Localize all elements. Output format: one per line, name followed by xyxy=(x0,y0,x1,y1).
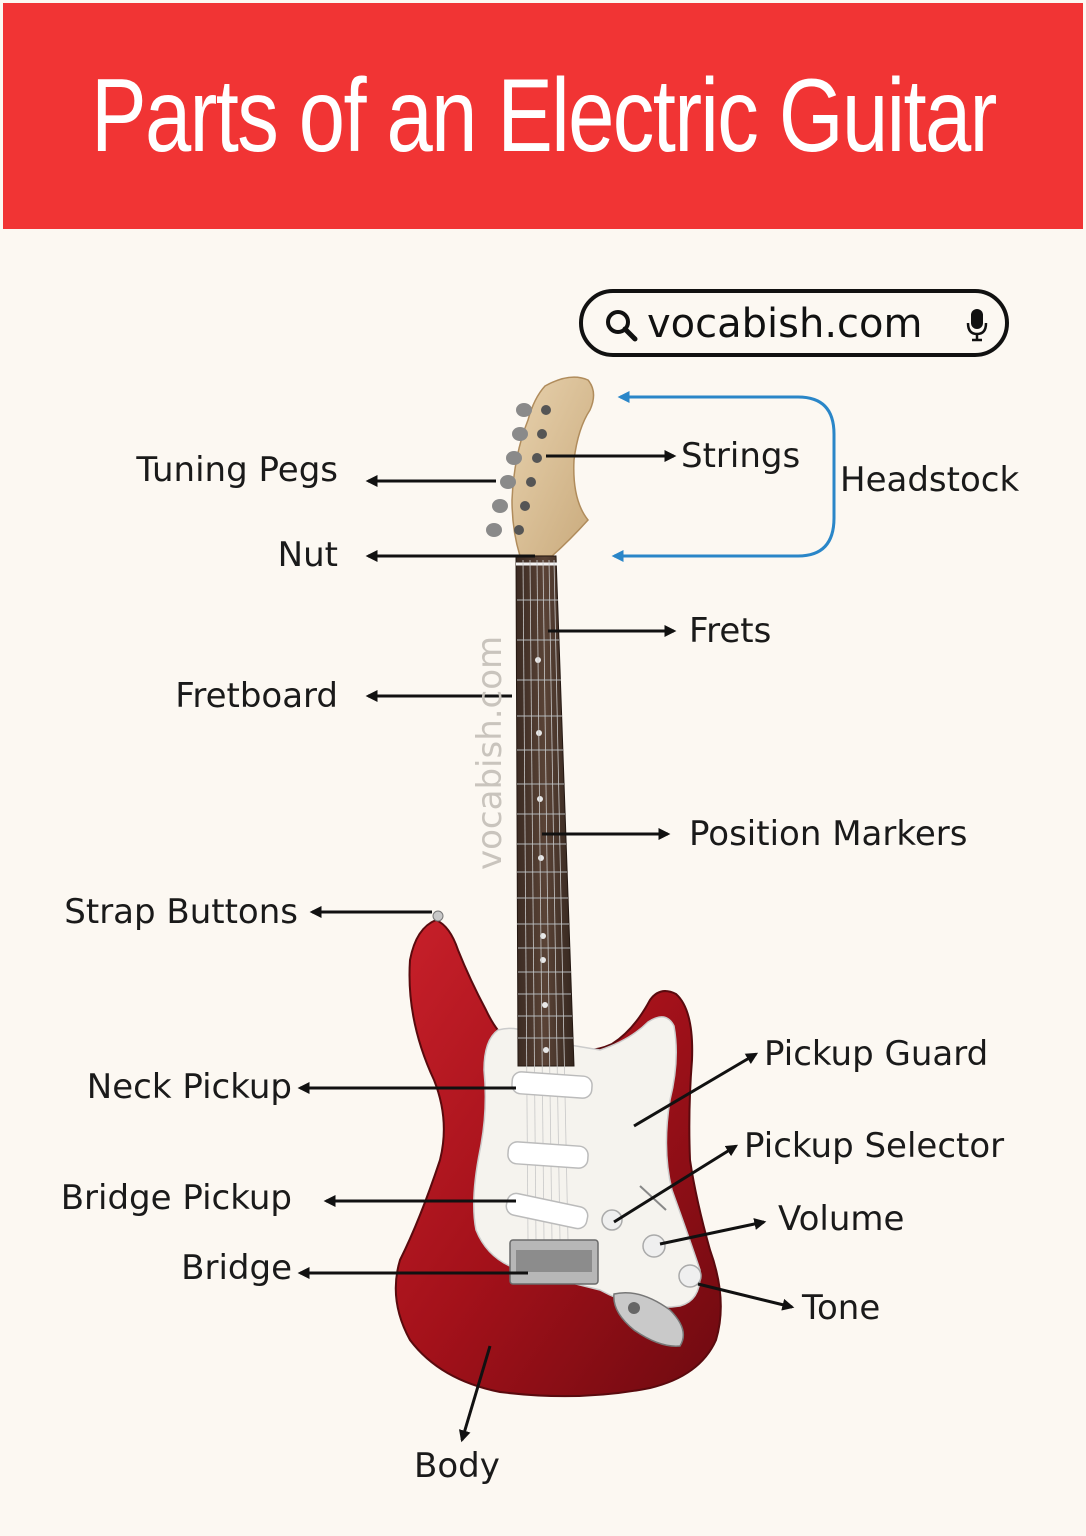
search-icon xyxy=(606,310,638,342)
label-frets: Frets xyxy=(689,611,772,651)
bridge-shape xyxy=(509,1239,599,1285)
search-bar-text: vocabish.com xyxy=(647,301,923,347)
label-fretboard: Fretboard xyxy=(175,676,338,716)
label-neck-pickup: Neck Pickup xyxy=(86,1067,292,1107)
headstock-shape xyxy=(511,376,595,557)
strap-button-shape xyxy=(432,910,444,922)
label-volume: Volume xyxy=(778,1199,905,1239)
label-body: Body xyxy=(414,1446,500,1486)
headstock-bracket xyxy=(611,391,836,562)
title-banner: Parts of an Electric Guitar xyxy=(3,3,1083,229)
label-headstock: Headstock xyxy=(840,460,1020,500)
output-jack-shape xyxy=(613,1292,685,1347)
watermark-text: vocabish.com xyxy=(470,635,510,870)
label-pickup-selector: Pickup Selector xyxy=(744,1126,1005,1166)
label-tuning-pegs: Tuning Pegs xyxy=(136,450,338,490)
label-position-markers: Position Markers xyxy=(689,814,968,854)
label-pickup-guard: Pickup Guard xyxy=(764,1034,989,1074)
label-tone: Tone xyxy=(802,1288,881,1328)
label-nut: Nut xyxy=(277,535,338,575)
label-strings: Strings xyxy=(681,436,801,476)
label-bridge: Bridge xyxy=(181,1248,292,1288)
annotation-arrows xyxy=(297,450,795,1443)
pickups-shape xyxy=(505,1071,593,1230)
label-bridge-pickup: Bridge Pickup xyxy=(60,1178,292,1218)
page-title: Parts of an Electric Guitar xyxy=(90,57,997,174)
search-bar[interactable]: vocabish.com xyxy=(579,289,1009,357)
microphone-icon[interactable] xyxy=(965,307,989,343)
fretboard-shape xyxy=(515,555,575,1241)
tuning-pegs-shape xyxy=(486,403,551,537)
label-strap-buttons: Strap Buttons xyxy=(64,892,298,932)
